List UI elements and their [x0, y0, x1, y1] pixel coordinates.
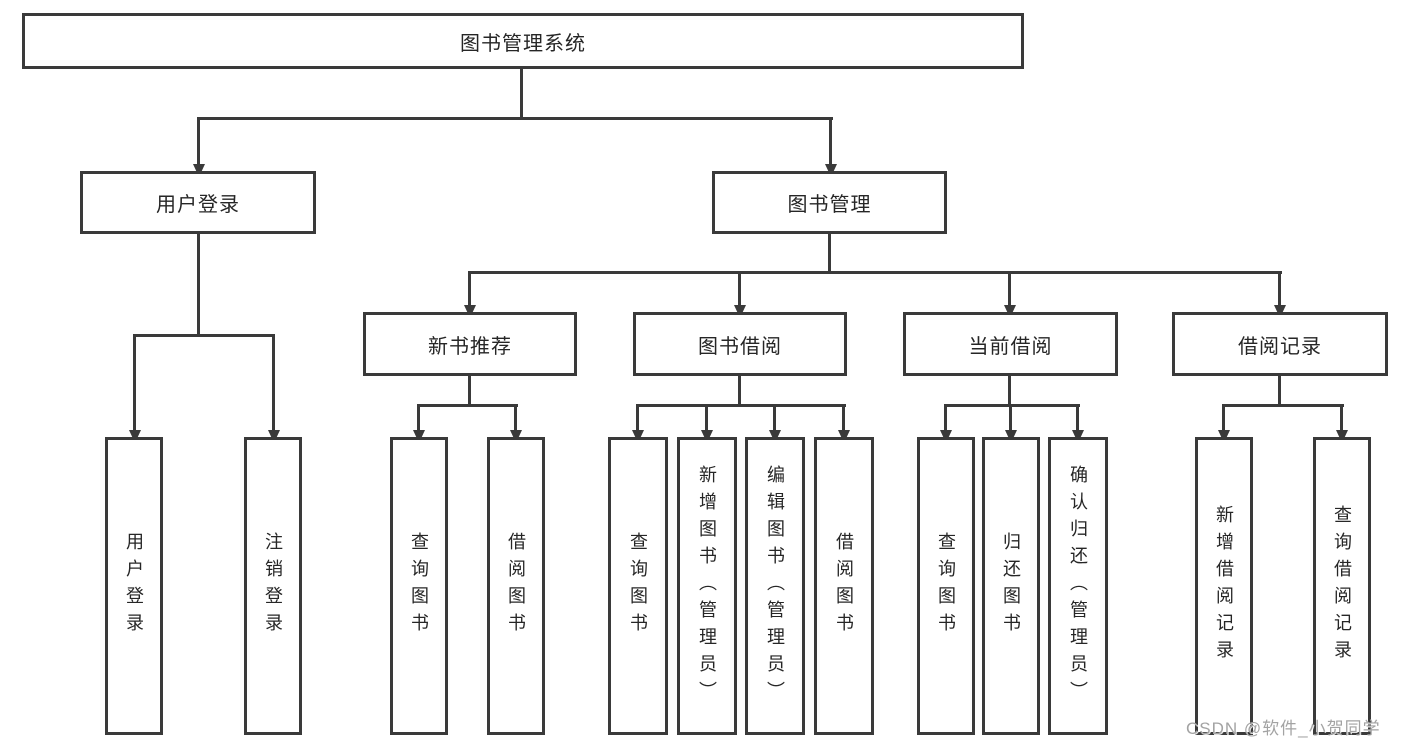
- node-current-borrow: 当前借阅: [903, 312, 1118, 376]
- leaf-borrow-books: 借阅图书: [814, 437, 874, 735]
- leaf-add-books-admin: 新增图书（管理员）: [677, 437, 737, 735]
- arrow-leaf: [631, 404, 644, 443]
- node-label: 注销登录: [263, 532, 283, 640]
- node-new-book-recommend: 新书推荐: [363, 312, 577, 376]
- leaf-logout: 注销登录: [244, 437, 302, 735]
- arrow-to-borrow-records: [1273, 271, 1286, 318]
- connector-borrow-records-stem: [1278, 376, 1281, 407]
- connector-new-book-rail: [417, 404, 518, 407]
- leaf-user-login: 用户登录: [105, 437, 163, 735]
- node-label: 查询图书: [409, 532, 429, 640]
- node-label: 查询图书: [936, 532, 956, 640]
- node-book-borrow: 图书借阅: [633, 312, 847, 376]
- node-label: 借阅图书: [506, 532, 526, 640]
- node-label: 编辑图书（管理员）: [765, 464, 785, 708]
- leaf-recommend-query-books: 查询图书: [390, 437, 448, 735]
- node-label: 查询借阅记录: [1332, 505, 1352, 667]
- leaf-add-borrow-record: 新增借阅记录: [1195, 437, 1253, 735]
- connector-user-login-stem: [197, 234, 200, 337]
- node-label: 新增借阅记录: [1214, 505, 1234, 667]
- arrow-leaf: [509, 404, 522, 443]
- arrow-to-leaf-login: [128, 334, 141, 443]
- node-label: 查询图书: [628, 532, 648, 640]
- node-label: 新增图书（管理员）: [697, 464, 717, 708]
- csdn-watermark: CSDN @软件_小贺同学: [1186, 719, 1381, 738]
- arrow-to-user-login: [192, 117, 205, 177]
- arrow-leaf: [768, 404, 781, 443]
- node-library-system: 图书管理系统: [22, 13, 1024, 69]
- node-label: 借阅图书: [834, 532, 854, 640]
- connector-new-book-stem: [468, 376, 471, 407]
- leaf-confirm-return-admin: 确认归还（管理员）: [1048, 437, 1108, 735]
- connector-current-borrow-stem: [1008, 376, 1011, 407]
- connector-book-management-rail: [468, 271, 1282, 274]
- node-book-management: 图书管理: [712, 171, 947, 234]
- connector-book-management-stem: [828, 234, 831, 273]
- arrow-to-current-borrow: [1003, 271, 1016, 318]
- arrow-leaf: [939, 404, 952, 443]
- node-borrow-records: 借阅记录: [1172, 312, 1388, 376]
- arrow-to-leaf-logout: [267, 334, 280, 443]
- arrow-leaf: [1335, 404, 1348, 443]
- leaf-edit-books-admin: 编辑图书（管理员）: [745, 437, 805, 735]
- arrow-to-book-management: [824, 117, 837, 177]
- arrow-leaf: [1071, 404, 1084, 443]
- connector-current-borrow-rail: [944, 404, 1080, 407]
- node-label: 借阅记录: [1238, 335, 1322, 358]
- arrow-to-new-book-recommend: [463, 271, 476, 318]
- arrow-leaf: [837, 404, 850, 443]
- node-label: 用户登录: [156, 194, 240, 216]
- arrow-leaf: [1217, 404, 1230, 443]
- connector-root-stem: [520, 69, 523, 119]
- connector-root-rail: [197, 117, 833, 120]
- node-user-login: 用户登录: [80, 171, 316, 234]
- leaf-query-borrow-record: 查询借阅记录: [1313, 437, 1371, 735]
- arrow-to-book-borrow: [733, 271, 746, 318]
- leaf-current-query-books: 查询图书: [917, 437, 975, 735]
- arrow-leaf: [412, 404, 425, 443]
- node-label: 归还图书: [1001, 532, 1021, 640]
- connector-book-borrow-rail: [636, 404, 846, 407]
- arrow-leaf: [700, 404, 713, 443]
- node-label: 图书借阅: [698, 335, 782, 358]
- leaf-borrow-query-books: 查询图书: [608, 437, 668, 735]
- arrow-leaf: [1004, 404, 1017, 443]
- leaf-return-books: 归还图书: [982, 437, 1040, 735]
- node-label: 图书管理系统: [460, 32, 586, 55]
- node-label: 新书推荐: [428, 335, 512, 358]
- connector-borrow-records-rail: [1222, 404, 1344, 407]
- node-label: 当前借阅: [968, 335, 1053, 358]
- connector-user-login-rail: [133, 334, 275, 337]
- node-label: 用户登录: [124, 532, 144, 640]
- connector-book-borrow-stem: [738, 376, 741, 407]
- node-label: 图书管理: [787, 194, 872, 216]
- node-label: 确认归还（管理员）: [1068, 464, 1088, 708]
- leaf-recommend-borrow-books: 借阅图书: [487, 437, 545, 735]
